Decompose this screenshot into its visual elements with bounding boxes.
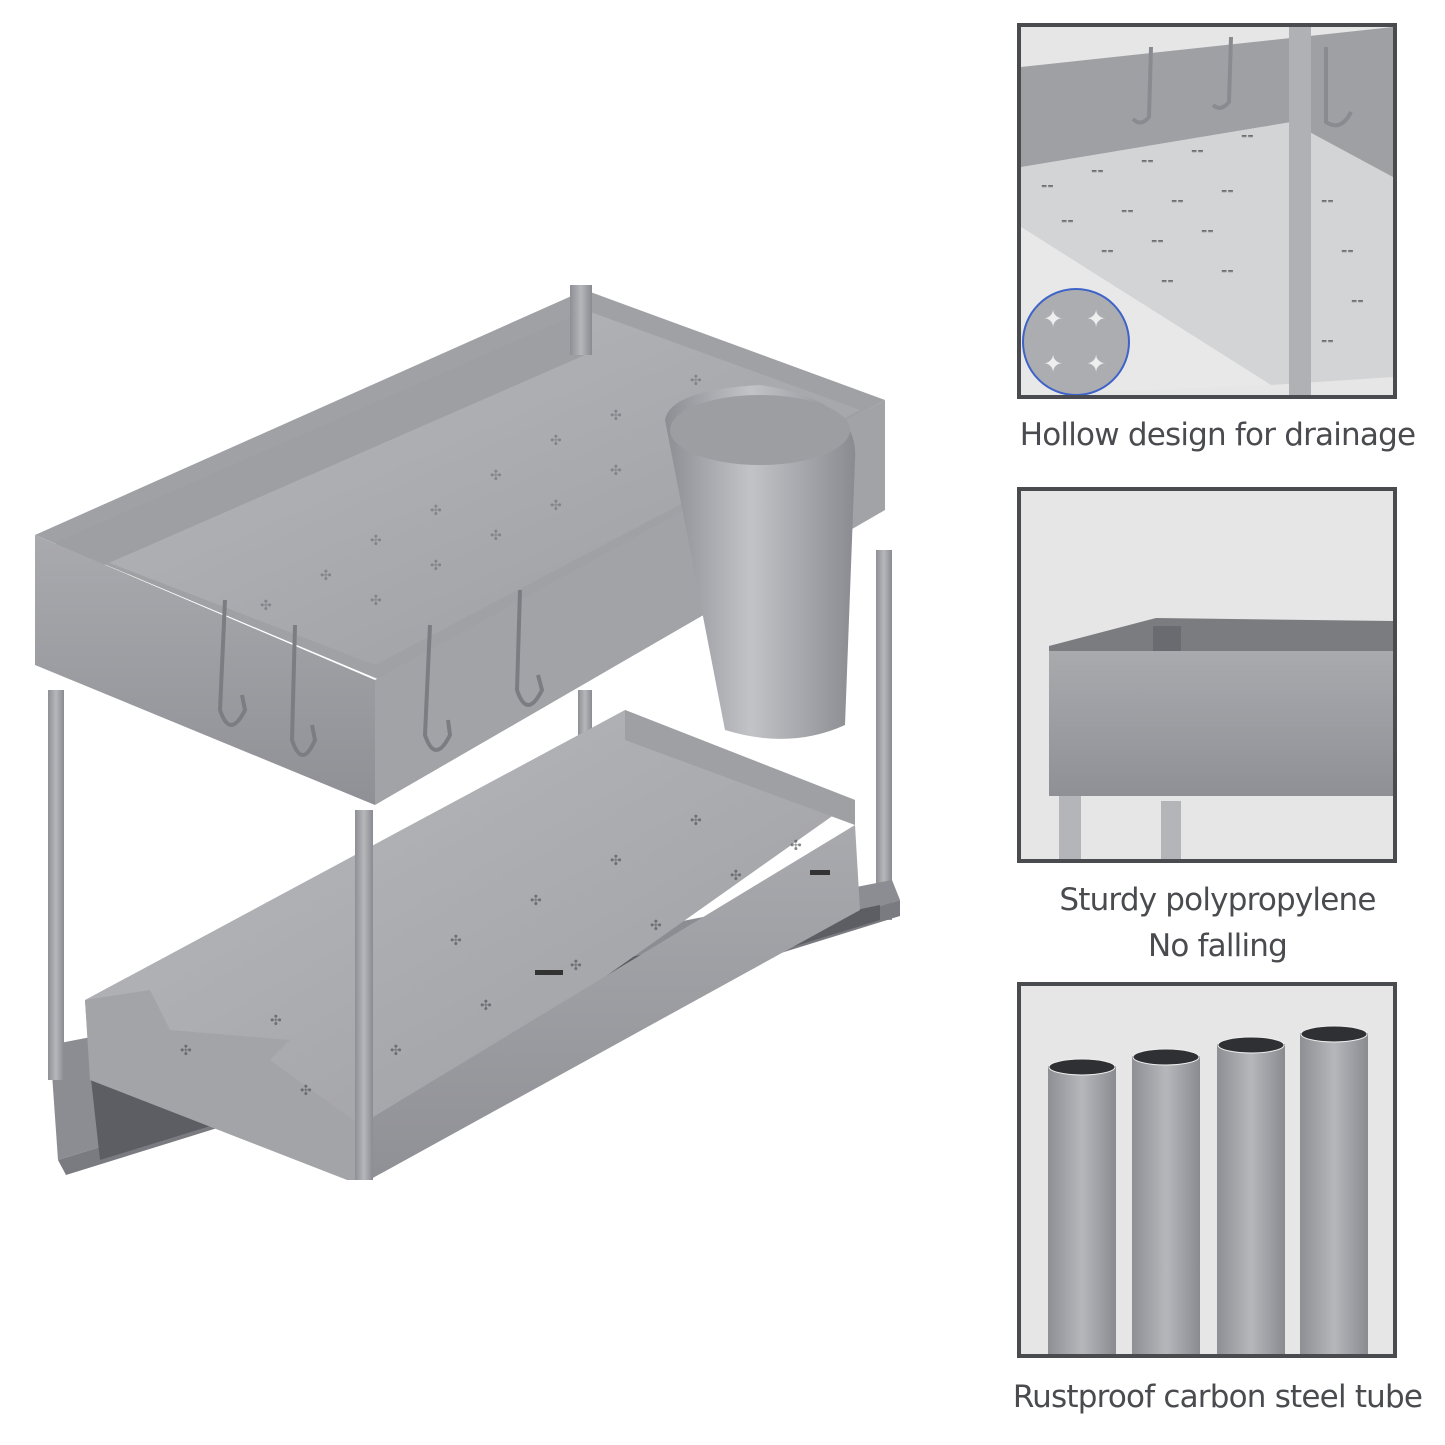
svg-text:✣: ✣ [650, 918, 662, 934]
steel-tube-1-icon [1048, 1058, 1116, 1354]
svg-text:✣: ✣ [260, 598, 272, 614]
svg-text:✣: ✣ [320, 568, 332, 584]
shelf-front-wall [1049, 651, 1393, 796]
hook-4-icon [514, 589, 545, 707]
svg-text:⁼⁼: ⁼⁼ [1321, 336, 1334, 350]
svg-text:⁼⁼: ⁼⁼ [1351, 296, 1364, 310]
svg-text:✦: ✦ [1043, 305, 1063, 333]
svg-text:✦: ✦ [1043, 350, 1063, 378]
svg-text:⁼⁼: ⁼⁼ [1321, 196, 1334, 210]
svg-text:⁼⁼: ⁼⁼ [1101, 246, 1114, 260]
feature-panel-drainage: ⁼⁼⁼⁼ ⁼⁼⁼⁼ ⁼⁼⁼⁼ ⁼⁼⁼⁼ ⁼⁼⁼⁼ ⁼⁼⁼⁼ ⁼⁼⁼⁼ ⁼⁼⁼⁼ … [1017, 23, 1397, 399]
svg-text:✣: ✣ [610, 463, 622, 479]
svg-text:✣: ✣ [570, 958, 582, 974]
svg-text:✣: ✣ [180, 1043, 192, 1059]
svg-text:✦: ✦ [1086, 350, 1106, 378]
svg-text:✣: ✣ [430, 503, 442, 519]
svg-text:✣: ✣ [490, 468, 502, 484]
caption-polypropylene-line2: No falling [1147, 928, 1288, 964]
svg-text:⁼⁼: ⁼⁼ [1221, 266, 1234, 280]
feature-panel-polypropylene [1017, 487, 1397, 863]
svg-text:⁼⁼: ⁼⁼ [1191, 146, 1204, 160]
steel-tube-3-icon [1217, 1036, 1285, 1354]
svg-text:✣: ✣ [530, 893, 542, 909]
svg-text:✣: ✣ [690, 373, 702, 389]
caption-drainage: Hollow design for drainage [1019, 417, 1416, 453]
magnified-inset [1022, 288, 1130, 395]
organizer-illustration: ✣✣ ✣✣ ✣✣ ✣✣ ✣✣ ✣✣ ✣✣ ✣✣ ✣✣ ✣✣ ✣✣ ✣✣ ✣✣ ✣… [35, 285, 900, 1180]
svg-text:✣: ✣ [550, 498, 562, 514]
leg-front-right [355, 810, 373, 1180]
svg-text:⁼⁼: ⁼⁼ [1121, 206, 1134, 220]
svg-text:✣: ✣ [430, 558, 442, 574]
leg-2 [1161, 801, 1181, 859]
caption-polypropylene-line1: Sturdy polypropylene [1059, 882, 1376, 918]
svg-text:✣: ✣ [270, 1013, 282, 1029]
svg-text:✣: ✣ [610, 408, 622, 424]
svg-text:✣: ✣ [370, 533, 382, 549]
perforated-shelf-closeup: ⁼⁼⁼⁼ ⁼⁼⁼⁼ ⁼⁼⁼⁼ ⁼⁼⁼⁼ ⁼⁼⁼⁼ ⁼⁼⁼⁼ ⁼⁼⁼⁼ ⁼⁼⁼⁼ … [1021, 27, 1393, 395]
feature-panel-steel-tube [1017, 982, 1397, 1358]
svg-text:⁼⁼: ⁼⁼ [1041, 181, 1054, 195]
utensil-cup [665, 385, 856, 739]
svg-text:✣: ✣ [610, 853, 622, 869]
svg-text:✣: ✣ [490, 528, 502, 544]
svg-text:✣: ✣ [690, 813, 702, 829]
hook-3-icon [422, 624, 453, 752]
product-image: ✣✣ ✣✣ ✣✣ ✣✣ ✣✣ ✣✣ ✣✣ ✣✣ ✣✣ ✣✣ ✣✣ ✣✣ ✣✣ ✣… [30, 280, 930, 1180]
svg-text:⁼⁼: ⁼⁼ [1241, 131, 1254, 145]
svg-text:⁼⁼: ⁼⁼ [1091, 166, 1104, 180]
svg-text:✣: ✣ [730, 868, 742, 884]
four-point-star-icons: ✦ ✦ ✦ ✦ [1043, 305, 1106, 378]
shelf-edge-closeup [1021, 491, 1393, 859]
hooks-closeup [1131, 36, 1353, 128]
svg-text:✣: ✣ [550, 433, 562, 449]
svg-text:✣: ✣ [450, 933, 462, 949]
leg-1 [1059, 796, 1081, 859]
support-pole [1289, 27, 1311, 395]
svg-text:⁼⁼: ⁼⁼ [1161, 276, 1174, 290]
leg-front-left [48, 690, 64, 1080]
svg-text:⁼⁼: ⁼⁼ [1141, 156, 1154, 170]
steel-tubes-closeup [1021, 986, 1393, 1354]
svg-text:✣: ✣ [390, 1043, 402, 1059]
svg-text:⁼⁼: ⁼⁼ [1221, 186, 1234, 200]
svg-text:✣: ✣ [790, 838, 802, 854]
leg-back-right [876, 550, 892, 920]
svg-text:✦: ✦ [1086, 305, 1106, 333]
svg-text:⁼⁼: ⁼⁼ [1341, 246, 1354, 260]
steel-tube-2-icon [1132, 1048, 1200, 1354]
caption-steel-tube: Rustproof carbon steel tube [1012, 1379, 1423, 1415]
steel-tube-4-icon [1300, 1025, 1368, 1354]
hooks [217, 589, 545, 757]
svg-text:✣: ✣ [480, 998, 492, 1014]
svg-text:⁼⁼: ⁼⁼ [1151, 236, 1164, 250]
drainage-hole-pattern: ⁼⁼⁼⁼ ⁼⁼⁼⁼ ⁼⁼⁼⁼ ⁼⁼⁼⁼ ⁼⁼⁼⁼ ⁼⁼⁼⁼ ⁼⁼⁼⁼ ⁼⁼⁼⁼ … [1041, 131, 1364, 350]
svg-text:⁼⁼: ⁼⁼ [1171, 196, 1184, 210]
svg-text:⁼⁼: ⁼⁼ [1061, 216, 1074, 230]
hook-1-icon [217, 599, 248, 727]
svg-text:⁼⁼: ⁼⁼ [1201, 226, 1214, 240]
svg-text:✣: ✣ [370, 593, 382, 609]
svg-text:✣: ✣ [300, 1083, 312, 1099]
hook-2-icon [289, 624, 318, 757]
